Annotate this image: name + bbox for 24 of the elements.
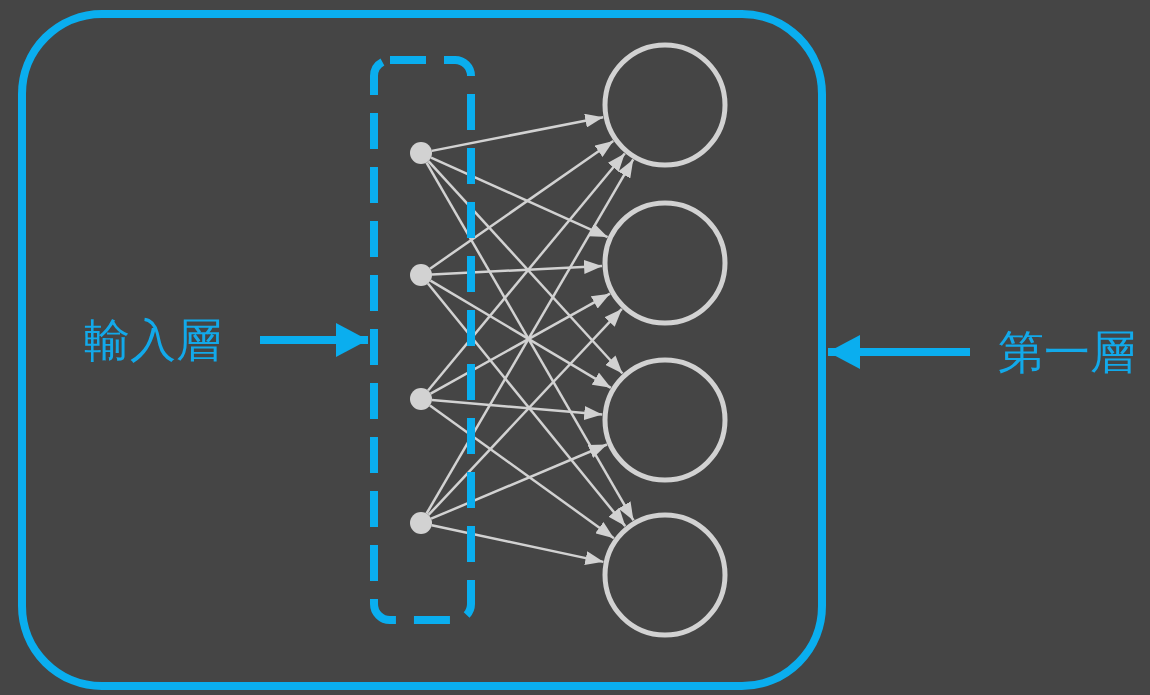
neuron-circle bbox=[602, 512, 728, 638]
arrow bbox=[431, 260, 603, 276]
layer-label: 輸入層 bbox=[70, 312, 236, 368]
input-dot bbox=[410, 388, 432, 410]
arrow bbox=[429, 404, 615, 540]
input-dot bbox=[410, 512, 432, 534]
input-group-box bbox=[370, 56, 475, 624]
arrow bbox=[431, 398, 603, 421]
input-dot bbox=[410, 264, 432, 286]
layer-frame bbox=[18, 10, 826, 690]
arrow bbox=[431, 113, 604, 153]
neuron-circle bbox=[602, 357, 728, 483]
arrow bbox=[426, 282, 627, 527]
layer-label: 第一層 bbox=[984, 324, 1150, 380]
arrow bbox=[430, 443, 608, 520]
arrow bbox=[430, 292, 611, 395]
input-dot bbox=[410, 142, 432, 164]
arrow bbox=[427, 308, 623, 516]
arrow bbox=[429, 140, 615, 270]
arrow bbox=[429, 279, 612, 389]
arrow bbox=[430, 156, 609, 239]
neuron-circle bbox=[602, 42, 728, 168]
neuron-circle bbox=[602, 200, 728, 326]
arrow bbox=[431, 524, 604, 565]
